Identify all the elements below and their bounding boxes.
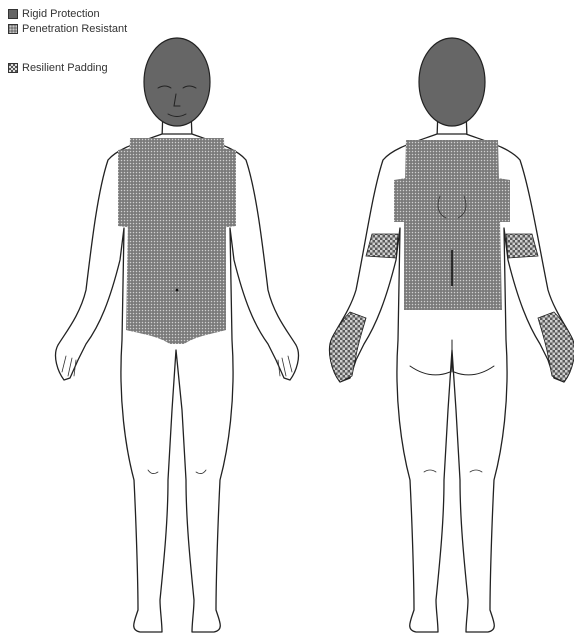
back-right-upper-arm-protection [498, 178, 510, 222]
back-head-protection [419, 38, 485, 126]
back-left-upper-arm-protection [394, 178, 406, 222]
front-navel [176, 289, 179, 292]
back-figure [330, 38, 574, 632]
front-head-protection [144, 38, 210, 126]
back-right-arm-padding [506, 234, 538, 258]
back-left-arm-padding [366, 234, 398, 258]
front-torso-protection [126, 138, 226, 344]
back-torso-protection [404, 140, 502, 310]
front-figure [56, 38, 299, 632]
